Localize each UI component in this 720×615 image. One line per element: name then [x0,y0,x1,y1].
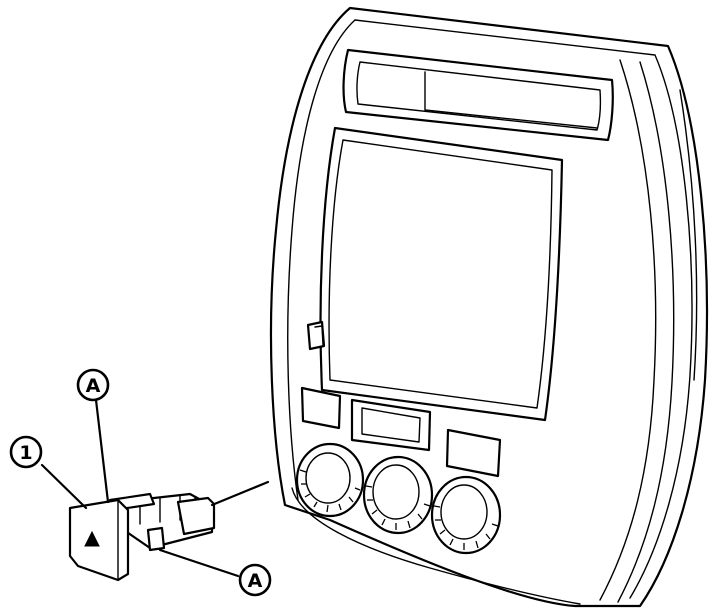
climate-knob-right [430,475,502,555]
leader-clip-a-top [94,398,110,504]
switch-connector [176,496,216,536]
panel-side-curve [599,59,657,601]
leader-clip-a-bottom [158,548,240,578]
insert-direction-line [210,480,270,507]
lower-right-slot [445,428,502,478]
panel-rim-left [287,19,356,501]
climate-knob-center [362,455,434,535]
lower-left-slot [300,386,342,430]
warning-triangle-icon [84,530,100,547]
callout-clip-a-top-label: A [86,375,101,397]
hazard-switch [68,492,216,582]
hazard-switch-opening-inner [361,407,421,443]
callout-clip-a-bottom: A [238,563,272,597]
switch-face [68,498,130,582]
panel-bottom-edge [291,487,581,605]
leader-lines [40,398,270,578]
screen-opening [319,126,564,422]
panel-side-curve-2 [617,61,675,603]
upper-pocket [342,48,614,142]
leader-part-1 [40,463,88,510]
center-console-panel [269,6,708,608]
panel-outline [269,6,708,608]
callout-part-1: 1 [9,435,43,469]
upper-pocket-inner [356,61,602,131]
screen-tab-inner [314,325,324,346]
switch-body-ribs [139,495,196,525]
callout-clip-a-top: A [76,368,110,402]
upper-pocket-depth [424,71,598,129]
hazard-switch-opening [350,398,432,452]
screen-inner [328,139,553,409]
climate-knob-left [295,442,365,518]
panel-rim [354,19,693,599]
callout-clip-a-bottom-label: A [248,570,263,592]
callout-part-1-label: 1 [19,442,32,464]
screen-tab [306,320,326,351]
panel-edge-shading [679,89,698,381]
switch-clip-bottom [146,526,166,552]
